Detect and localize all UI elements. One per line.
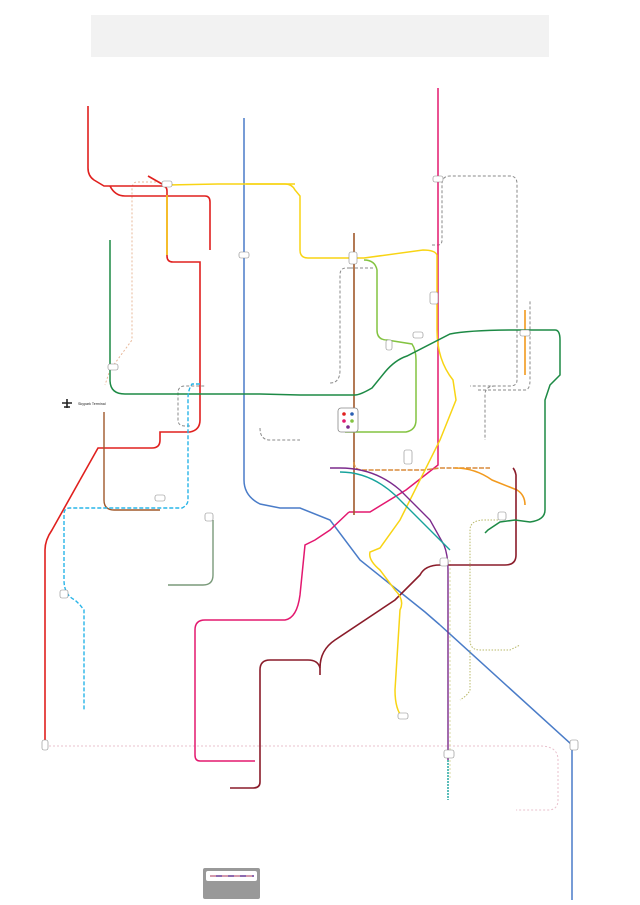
ktm-port-klang-spur bbox=[109, 185, 211, 250]
ktm-port-klang-line bbox=[44, 106, 201, 740]
mrt-circle-line bbox=[177, 175, 531, 441]
future-lines bbox=[45, 181, 559, 811]
klia-line bbox=[330, 467, 451, 800]
shared-track-key bbox=[203, 868, 260, 899]
lrt-shah-alam-line bbox=[63, 383, 200, 710]
kl-sentral-hub[interactable] bbox=[337, 407, 359, 433]
mrt-kajang-line bbox=[109, 240, 561, 534]
airport-icon bbox=[62, 399, 72, 408]
lrt-kelana-jaya-line bbox=[194, 88, 439, 762]
ktm-skypark-line bbox=[103, 412, 160, 511]
putrajaya-monorail-line bbox=[459, 519, 521, 701]
interchange-markers[interactable] bbox=[41, 175, 579, 759]
ktm-seremban-line bbox=[243, 118, 573, 900]
kl-monorail-line bbox=[345, 259, 417, 433]
skypark-terminal-label: Skypark Terminal bbox=[78, 402, 106, 406]
mrt-putrajaya-line bbox=[166, 183, 457, 719]
title-banner bbox=[91, 15, 549, 57]
shared-track-sample bbox=[209, 875, 254, 877]
brt-sunway-line bbox=[168, 520, 214, 586]
